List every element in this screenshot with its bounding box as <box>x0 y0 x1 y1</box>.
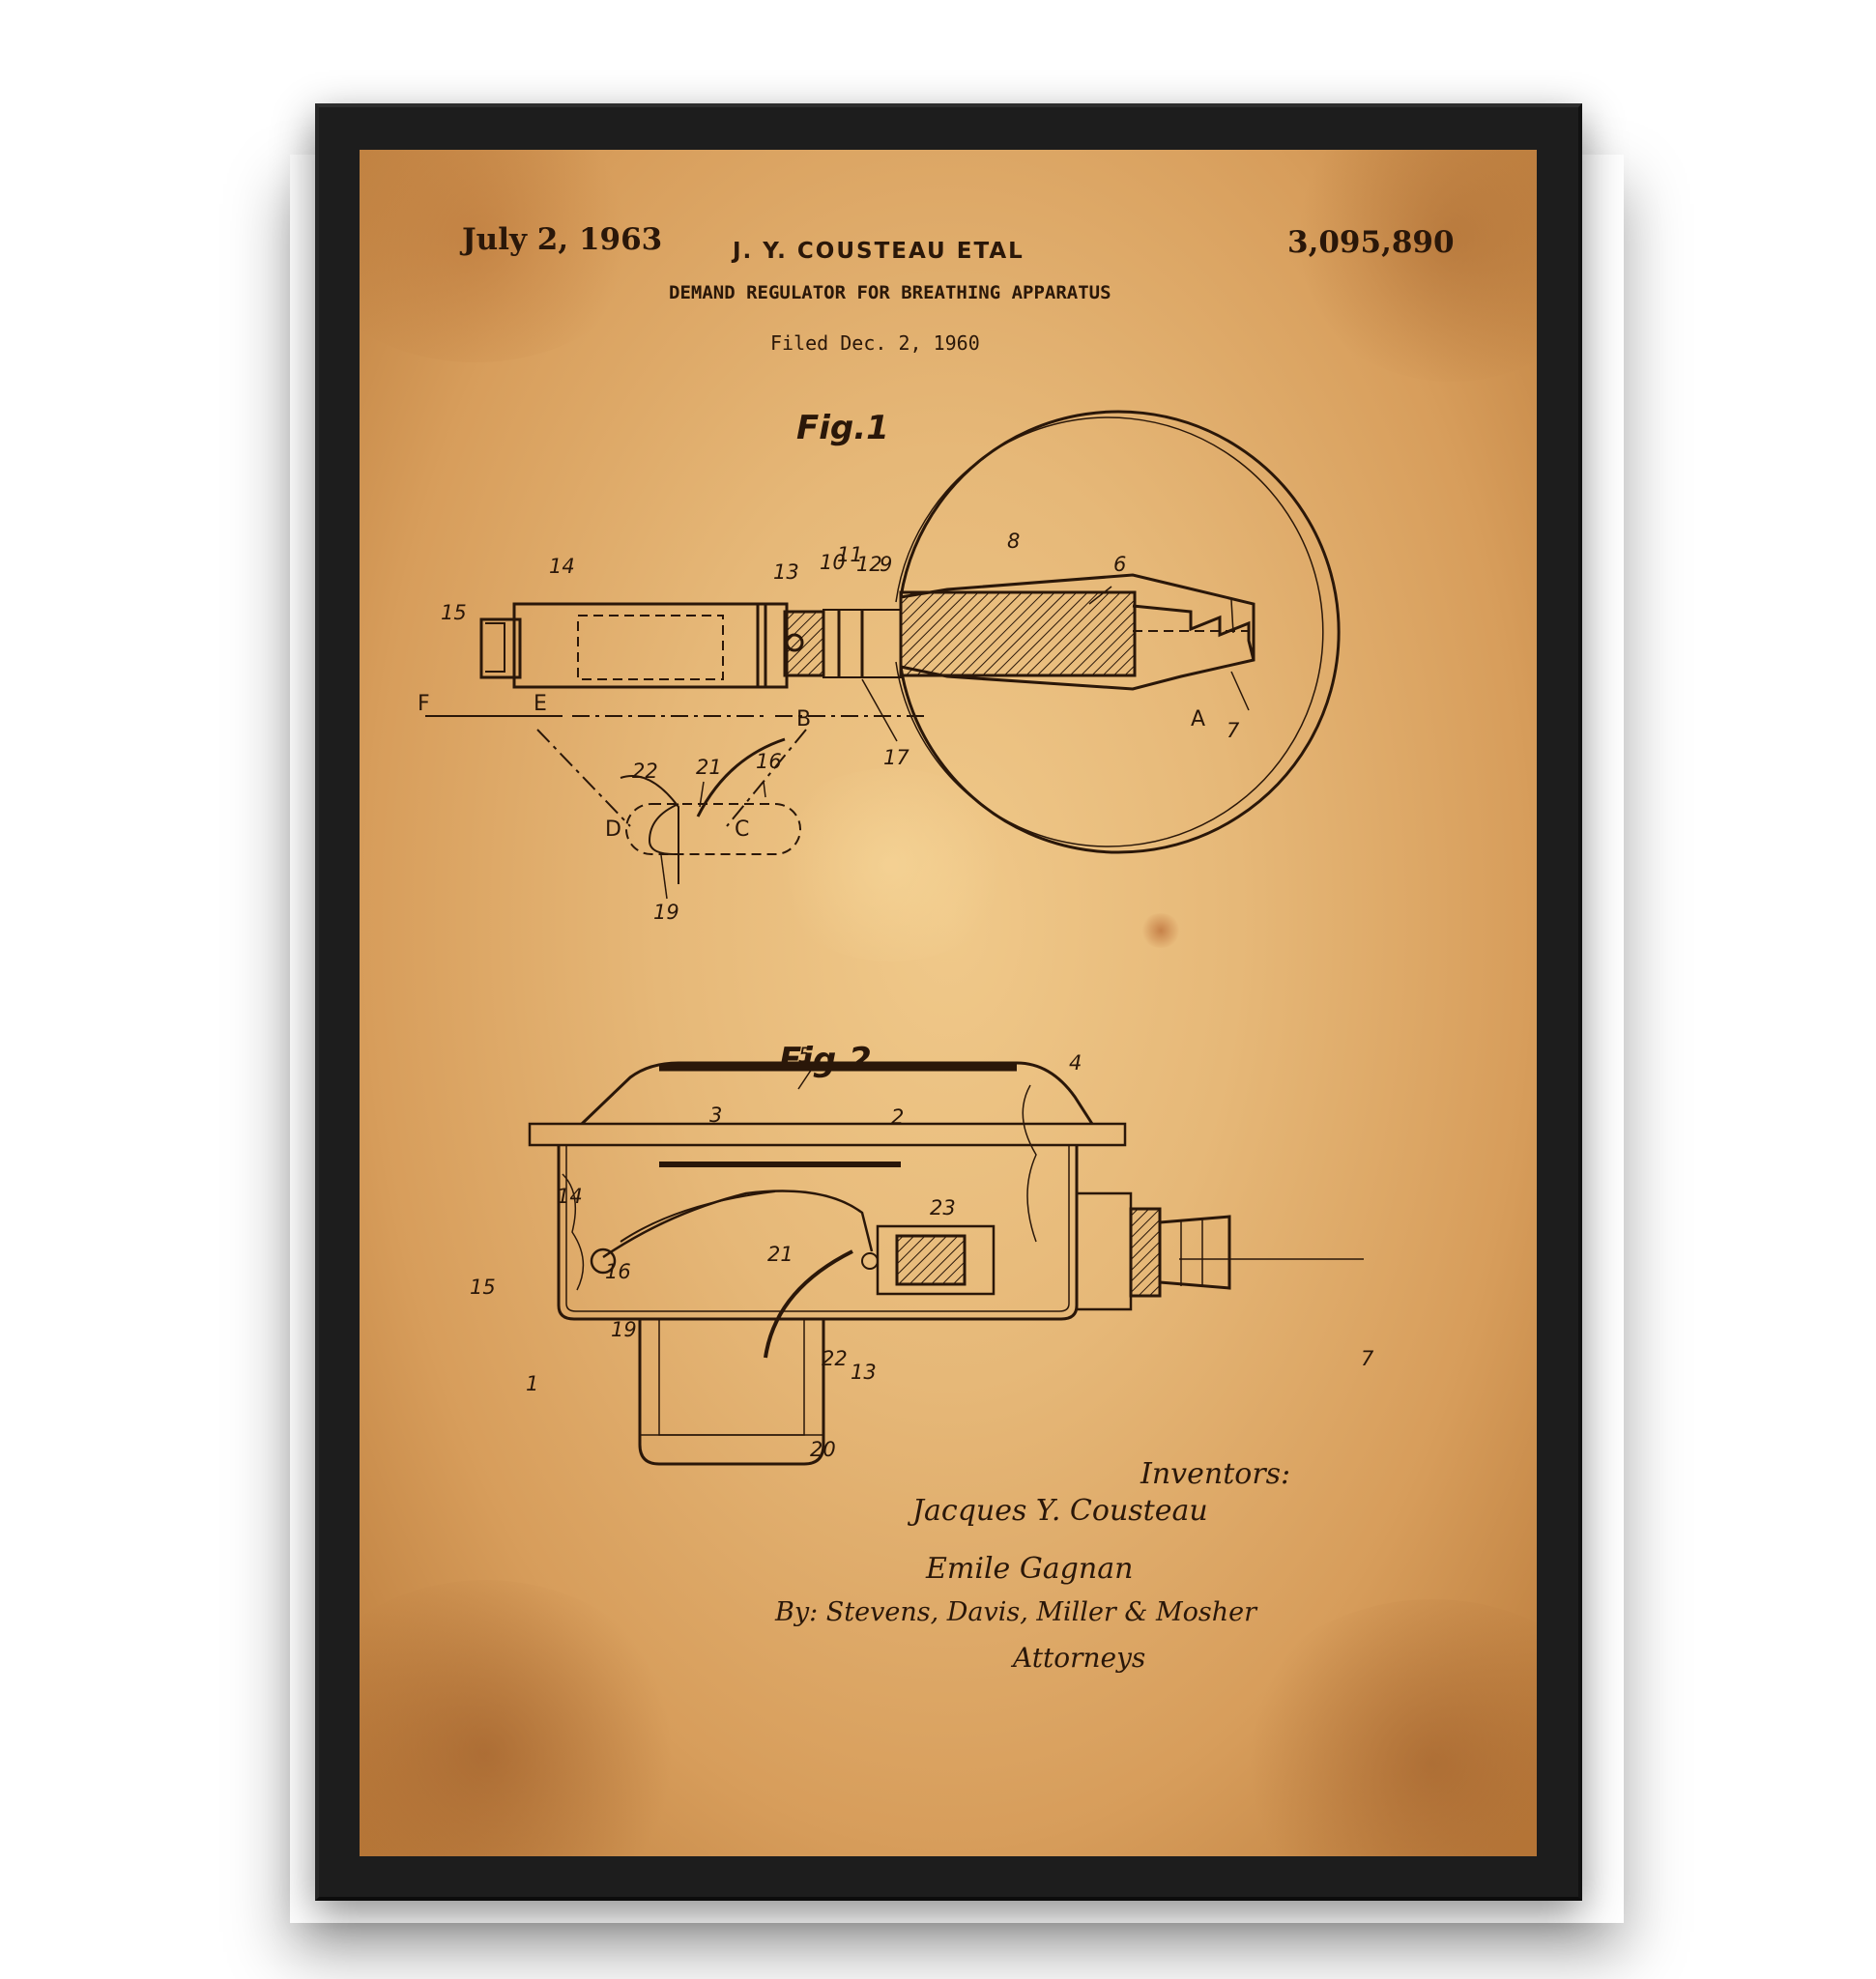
inventors-heading: Inventors: <box>1140 1457 1290 1491</box>
signature-block: Inventors: Jacques Y. Cousteau Emile Gag… <box>360 150 1537 1856</box>
inventor-name-2: Emile Gagnan <box>925 1552 1133 1586</box>
attorneys-label: Attorneys <box>1010 1642 1145 1674</box>
attorneys-line: By: Stevens, Davis, Miller & Mosher <box>774 1597 1258 1627</box>
inventor-name-1: Jacques Y. Cousteau <box>907 1494 1208 1528</box>
patent-print: July 2, 1963 J. Y. COUSTEAU ETAL 3,095,8… <box>360 150 1537 1856</box>
